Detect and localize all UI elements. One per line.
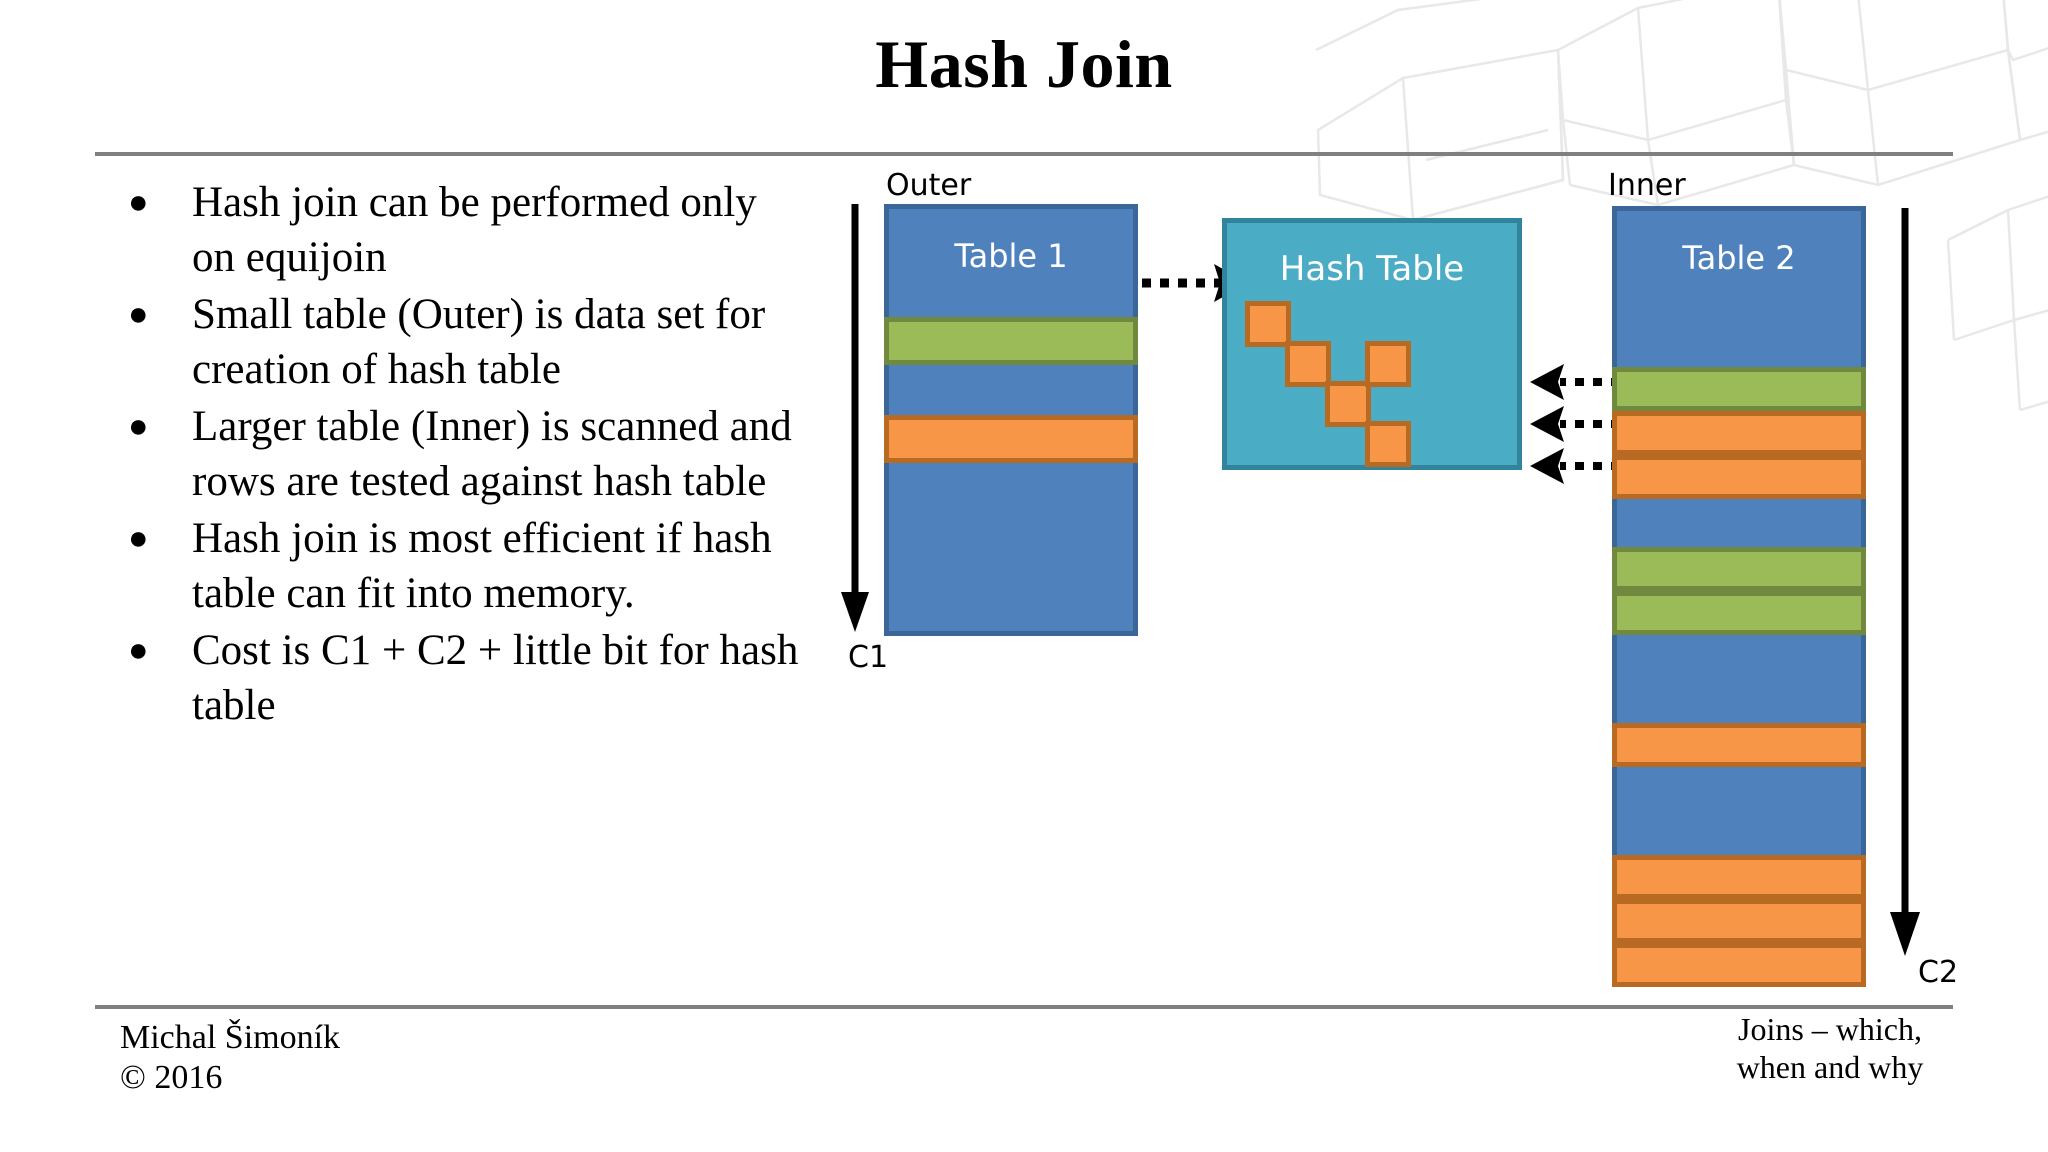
bullet-marker-icon: ●: [128, 408, 149, 445]
bullet-marker-icon: ●: [128, 184, 149, 221]
bullet-marker-icon: ●: [128, 296, 149, 333]
bullet-text: Larger table (Inner) is scanned and rows…: [192, 403, 792, 505]
hash-bucket-cell: [1365, 341, 1411, 387]
list-item: ● Hash join is most efficient if hash ta…: [120, 511, 800, 621]
hash-bucket-cell: [1245, 301, 1291, 347]
list-item: ● Small table (Outer) is data set for cr…: [120, 287, 800, 397]
inner-scan-arrow-icon: [1890, 208, 1920, 956]
outer-table-box: Table 1: [884, 204, 1138, 636]
table1-band-green: [884, 317, 1138, 365]
footer-deck-title: Joins – which, when and why: [1700, 1010, 1960, 1086]
table1-band-orange: [884, 415, 1138, 463]
slide-title: Hash Join: [875, 26, 1173, 102]
footer-author: Michal Šimoník: [120, 1019, 341, 1056]
footer-author-block: Michal Šimoník © 2016: [120, 1018, 340, 1098]
probe-arrow-icon: [1530, 406, 1638, 442]
hash-table-title: Hash Table: [1279, 249, 1465, 289]
hash-bucket-cell: [1285, 341, 1331, 387]
table2-band-green: [1612, 547, 1866, 591]
hash-bucket-cell: [1365, 421, 1411, 467]
inner-label: Inner: [1608, 168, 1686, 203]
bullet-marker-icon: ●: [128, 632, 149, 669]
probe-arrow-icon: [1530, 364, 1638, 400]
hash-bucket-cell: [1325, 381, 1371, 427]
table2-band-orange: [1612, 411, 1866, 455]
bullet-marker-icon: ●: [128, 520, 149, 557]
hash-table-box: Hash Table: [1222, 218, 1522, 470]
footer-deck-title-line2: when and why: [1736, 1049, 1924, 1085]
inner-table-title: Table 2: [1682, 239, 1796, 277]
cost-inner-label: C2: [1918, 955, 1959, 990]
bullet-text: Cost is C1 + C2 + little bit for hash ta…: [192, 627, 799, 729]
table2-band-orange: [1612, 943, 1866, 987]
table2-band-green: [1612, 591, 1866, 635]
bullet-text: Hash join can be performed only on equij…: [192, 179, 757, 281]
bullet-text: Hash join is most efficient if hash tabl…: [192, 515, 772, 617]
footer-divider: [95, 1005, 1953, 1009]
outer-scan-arrow-icon: [841, 204, 869, 632]
list-item: ● Cost is C1 + C2 + little bit for hash …: [120, 623, 800, 733]
inner-table-box: Table 2: [1612, 206, 1866, 987]
table2-band-green: [1612, 367, 1866, 411]
table2-band-orange: [1612, 723, 1866, 767]
probe-arrow-icon: [1530, 448, 1638, 484]
outer-label: Outer: [886, 168, 972, 203]
table2-band-orange: [1612, 855, 1866, 899]
header-divider: [95, 152, 1953, 156]
table2-band-orange: [1612, 899, 1866, 943]
table2-band-orange: [1612, 455, 1866, 499]
bullet-list: ● Hash join can be performed only on equ…: [120, 175, 800, 735]
bullet-text: Small table (Outer) is data set for crea…: [192, 291, 766, 393]
outer-table-title: Table 1: [954, 237, 1068, 275]
list-item: ● Larger table (Inner) is scanned and ro…: [120, 399, 800, 509]
footer-deck-title-line1: Joins – which,: [1738, 1011, 1922, 1047]
footer-copyright: © 2016: [120, 1059, 223, 1096]
cost-outer-label: C1: [848, 640, 889, 675]
list-item: ● Hash join can be performed only on equ…: [120, 175, 800, 285]
